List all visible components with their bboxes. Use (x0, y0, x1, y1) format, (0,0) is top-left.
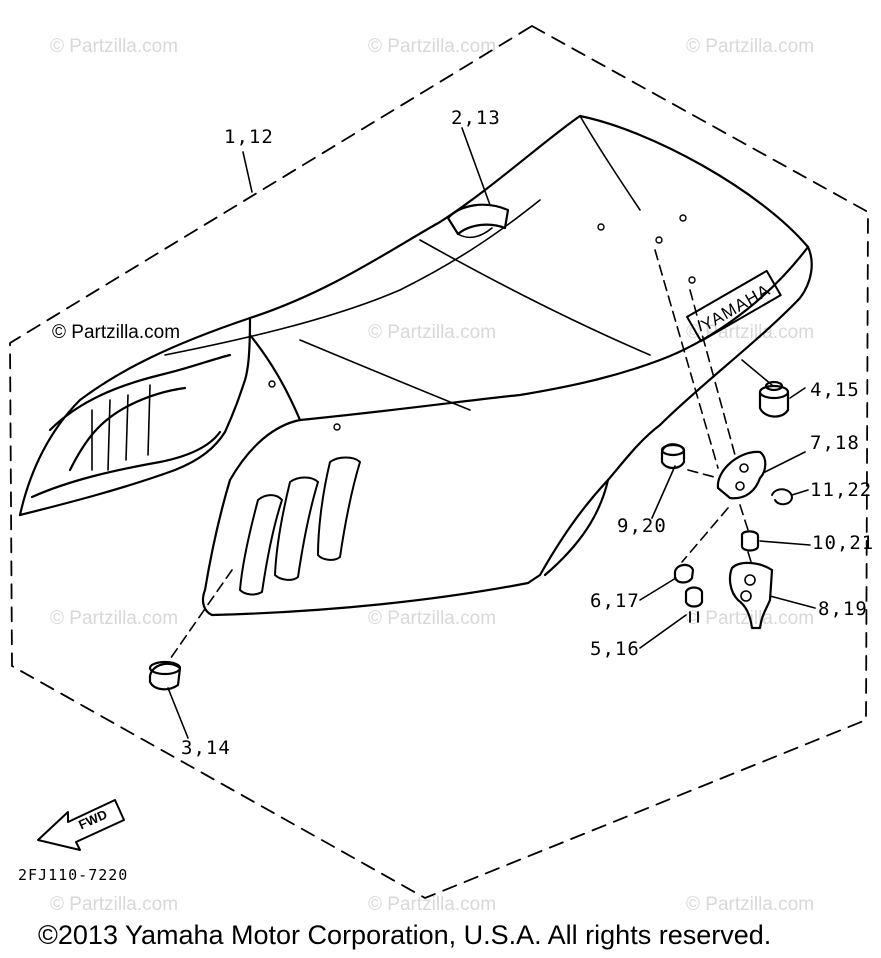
watermark: © Partzilla.com (686, 36, 815, 57)
callout-spring[interactable]: 10,21 (812, 532, 875, 554)
seat-band (446, 203, 510, 239)
watermark: © Partzilla.com (50, 894, 179, 915)
yamaha-emblem (686, 269, 782, 343)
callout-nut[interactable]: 6,17 (590, 590, 640, 612)
spring (740, 530, 760, 552)
damper-front (148, 660, 182, 691)
fwd-arrow-icon (37, 799, 125, 851)
callout-bolt[interactable]: 5,16 (590, 638, 640, 660)
copyright-notice: ©2013 Yamaha Motor Corporation, U.S.A. A… (38, 920, 772, 950)
watermark: © Partzilla.com (50, 36, 179, 57)
nut (673, 563, 695, 584)
side-vents (239, 456, 361, 596)
watermark: © Partzilla.com (686, 894, 815, 915)
watermark: © Partzilla.com (368, 894, 497, 915)
watermark-main: © Partzilla.com (52, 322, 181, 343)
callout-lock-assy[interactable]: 7,18 (810, 432, 860, 454)
callout-collar[interactable]: 9,20 (617, 515, 667, 537)
callout-clip[interactable]: 11,22 (810, 479, 873, 501)
watermark: © Partzilla.com (368, 322, 497, 343)
callout-seat[interactable]: 1,12 (224, 126, 274, 148)
leader-lines (167, 127, 816, 739)
lock-assy (716, 450, 767, 500)
hook (728, 561, 774, 630)
callout-hook[interactable]: 8,19 (818, 598, 868, 620)
callout-damper-rear[interactable]: 4,15 (810, 379, 860, 401)
collar (660, 443, 686, 470)
assembly-lines (167, 249, 753, 663)
callout-band[interactable]: 2,13 (451, 107, 501, 129)
watermark: © Partzilla.com (686, 322, 815, 343)
watermark: © Partzilla.com (50, 608, 179, 629)
watermark: © Partzilla.com (368, 608, 497, 629)
callout-damper-front[interactable]: 3,14 (181, 737, 231, 759)
bolt (684, 586, 704, 623)
damper-rear (758, 380, 790, 418)
watermark: © Partzilla.com (368, 36, 497, 57)
clip (771, 488, 793, 506)
diagram-code: 2FJ110-7220 (18, 866, 129, 884)
seat-outline (18, 114, 813, 617)
assembly-boundary (9, 25, 869, 899)
